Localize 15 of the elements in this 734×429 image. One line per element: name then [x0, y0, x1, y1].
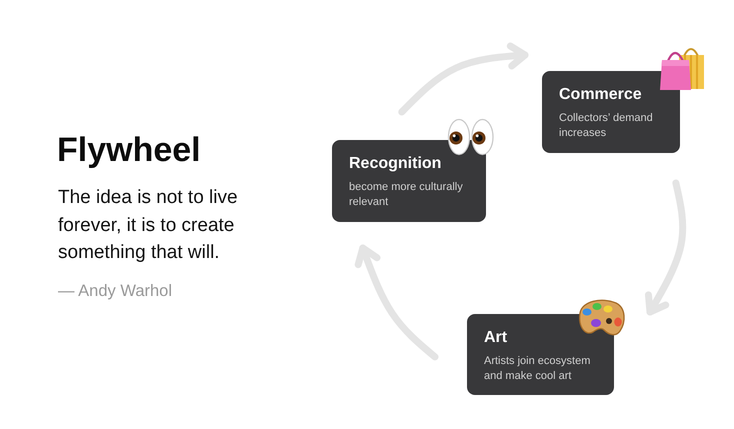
card-description: Collectors’ demand increases	[559, 111, 654, 141]
card-description: Artists join ecosystem and make cool art	[484, 354, 592, 384]
card-title: Art	[484, 328, 508, 348]
curved-arrow	[354, 244, 438, 360]
card-title: Commerce	[559, 85, 642, 105]
step-card	[467, 314, 614, 395]
title: Flywheel	[57, 130, 201, 170]
quote-text: The idea is not to live forever, it is to create something that will.	[58, 186, 239, 265]
step-card	[542, 71, 680, 153]
quote-attribution: — Andy Warhol	[58, 281, 174, 302]
curved-arrow	[644, 180, 686, 316]
curved-arrow	[398, 42, 528, 116]
card-description: become more culturally relevant	[349, 180, 464, 210]
step-card	[332, 140, 486, 222]
card-title: Recognition	[349, 154, 442, 174]
